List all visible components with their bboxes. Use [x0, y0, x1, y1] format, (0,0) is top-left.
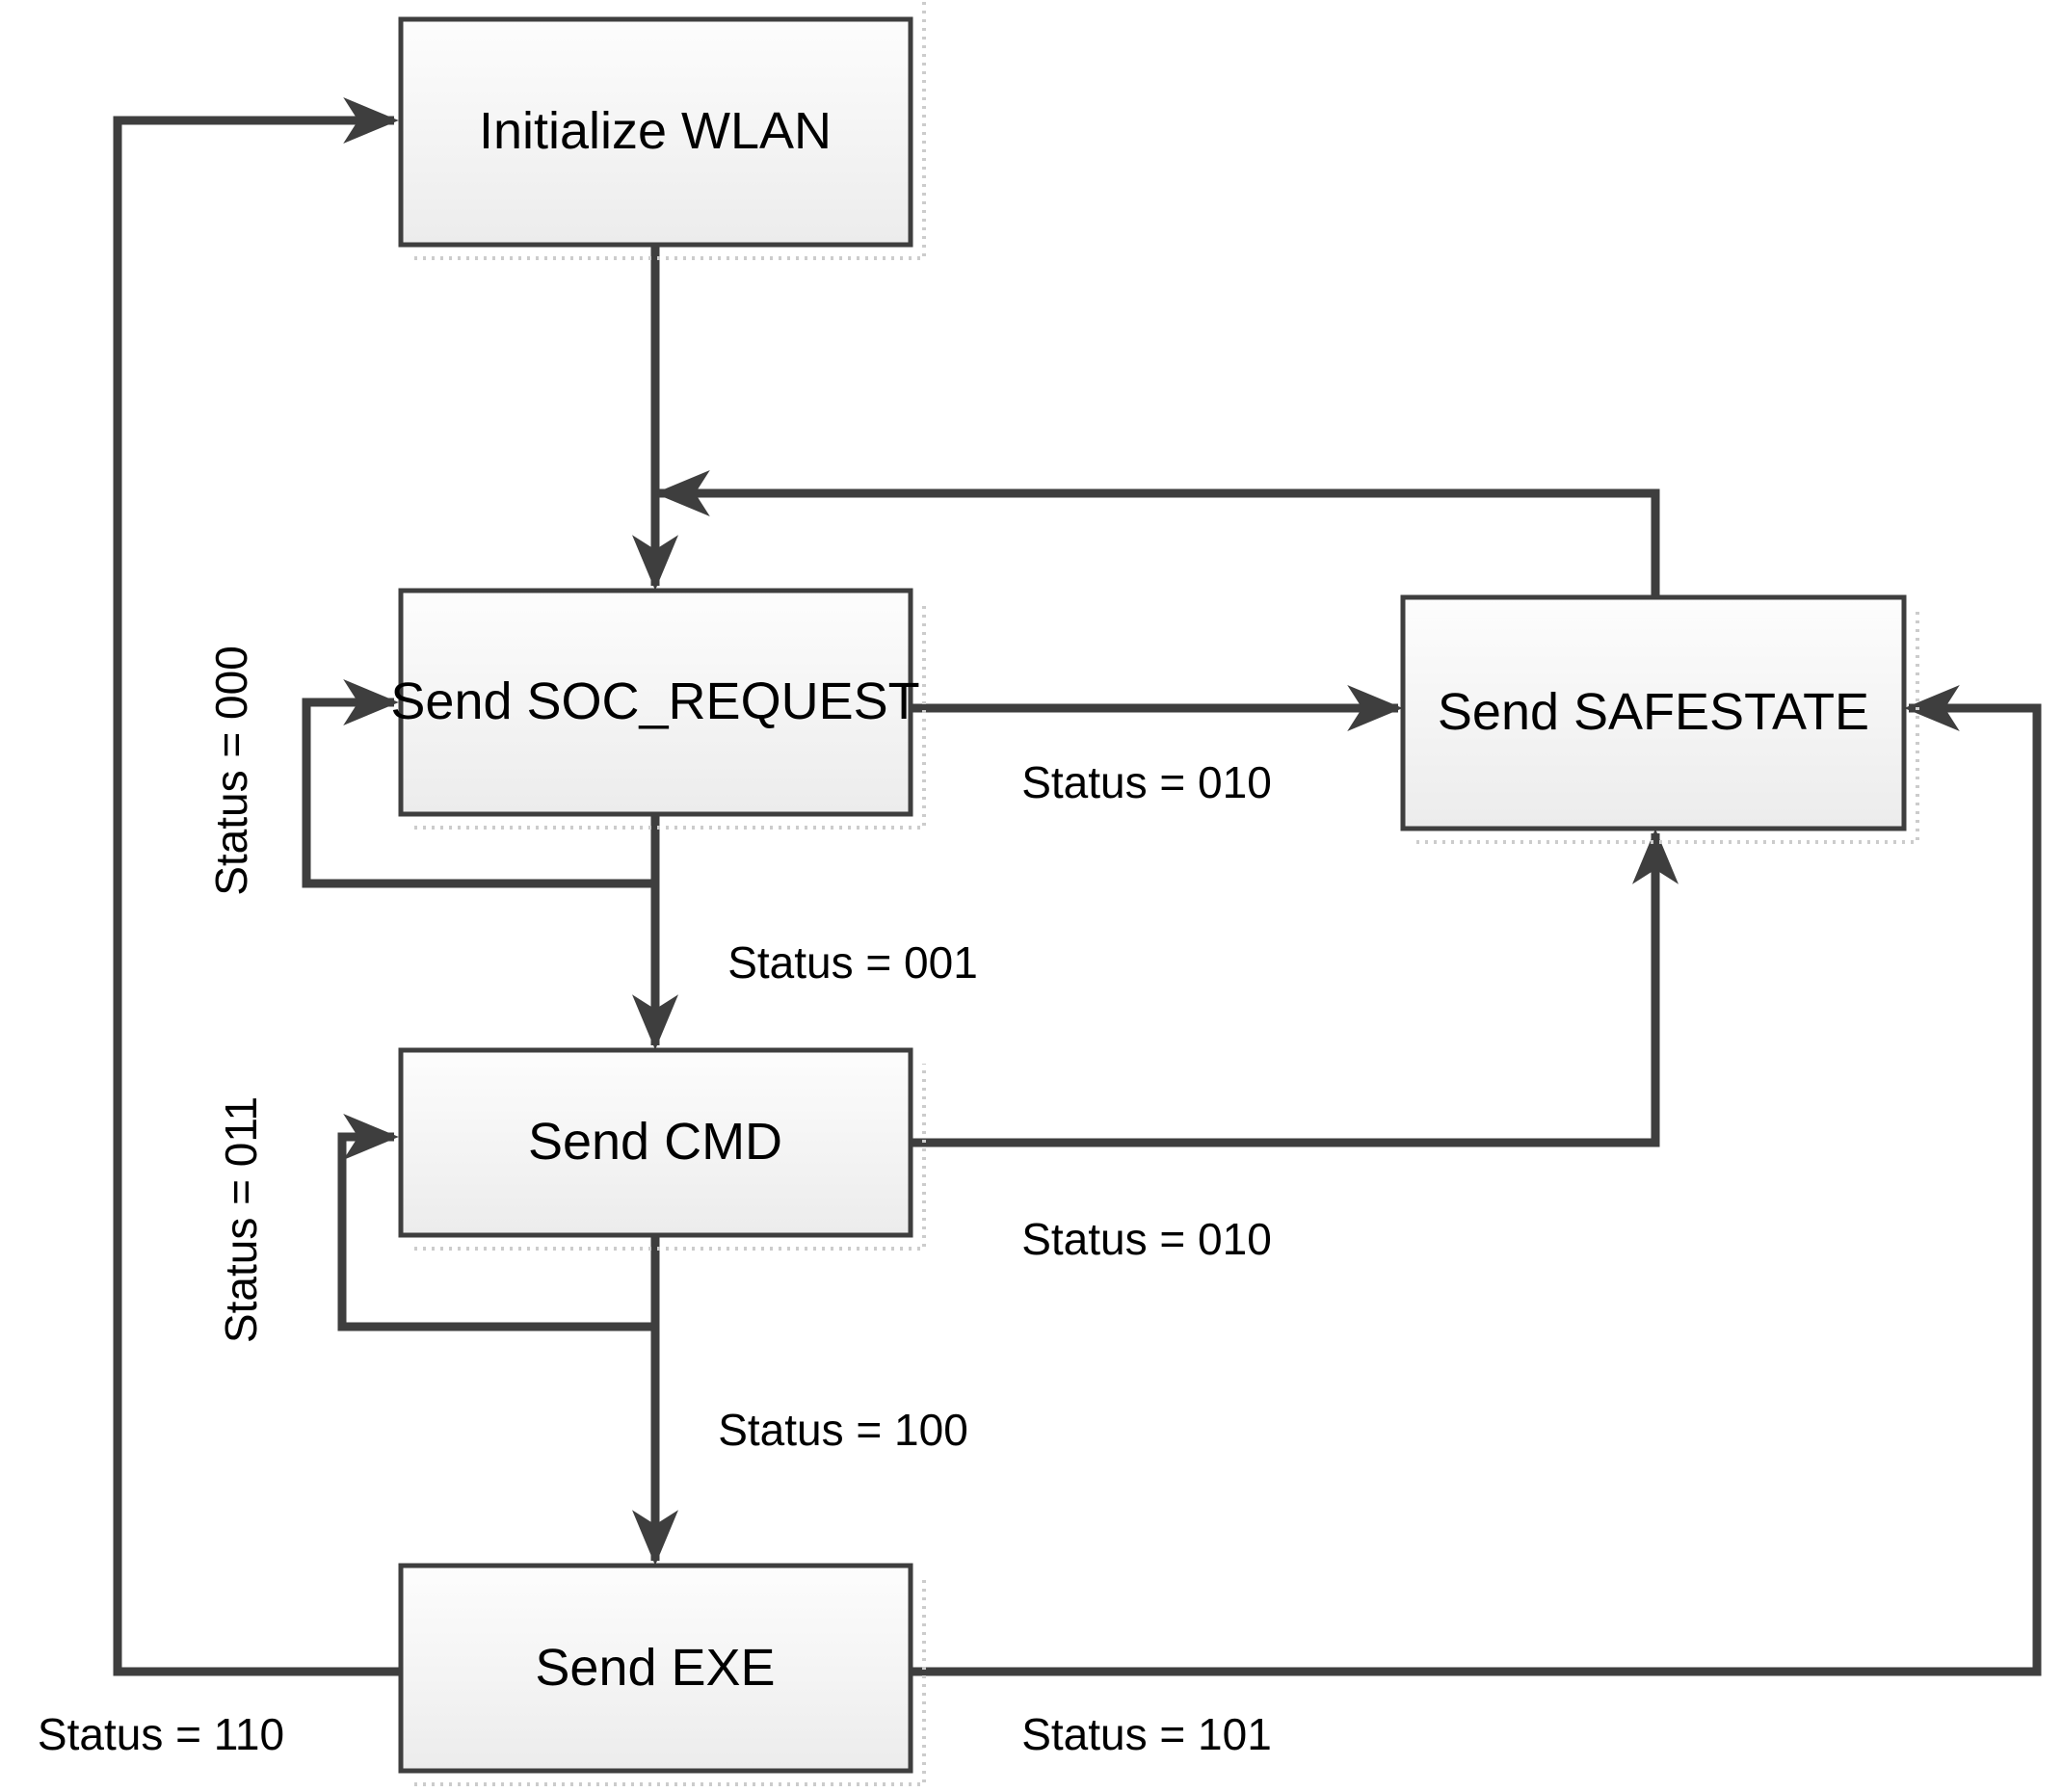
node-send-cmd: Send CMD [398, 1047, 926, 1251]
edge-label-status-011: Status = 011 [216, 1096, 266, 1343]
edge-exe-to-init [113, 97, 401, 1676]
node-send-safestate: Send SAFESTATE [1400, 594, 1919, 844]
edge-label-status-000: Status = 000 [206, 646, 256, 896]
node-box [398, 1047, 913, 1238]
node-send-soc-request: Send SOC_REQUEST [390, 588, 926, 830]
node-box [398, 16, 913, 248]
edge-label-status-101: Status = 101 [1021, 1709, 1272, 1759]
node-label-send-safestate: Send SAFESTATE [1438, 683, 1869, 741]
node-label-send-cmd: Send CMD [528, 1113, 782, 1171]
node-box [398, 1563, 913, 1774]
node-label-send-exe: Send EXE [535, 1639, 775, 1697]
node-shadow [414, 33, 926, 260]
node-initialize-wlan: Initialize WLAN [398, 0, 926, 260]
edge-label-status-100: Status = 100 [718, 1405, 968, 1455]
edge-safestate-to-soc-request [654, 470, 1660, 597]
node-shadow [1416, 611, 1919, 844]
node-shadow [414, 1064, 926, 1251]
node-label-initialize-wlan: Initialize WLAN [479, 102, 832, 160]
node-box [398, 588, 913, 817]
edge-label-status-010-soc: Status = 010 [1021, 757, 1272, 807]
edge-exe-to-safestate [911, 685, 2042, 1676]
edge-label-status-010-cmd: Status = 010 [1021, 1214, 1272, 1264]
edge-label-status-110: Status = 110 [38, 1709, 284, 1759]
node-label-send-soc-request: Send SOC_REQUEST [390, 672, 919, 730]
edge-label-status-001: Status = 001 [727, 937, 978, 988]
edge-cmd-to-safestate [911, 829, 1679, 1147]
node-box [1400, 594, 1907, 831]
node-send-exe: Send EXE [398, 1563, 926, 1786]
